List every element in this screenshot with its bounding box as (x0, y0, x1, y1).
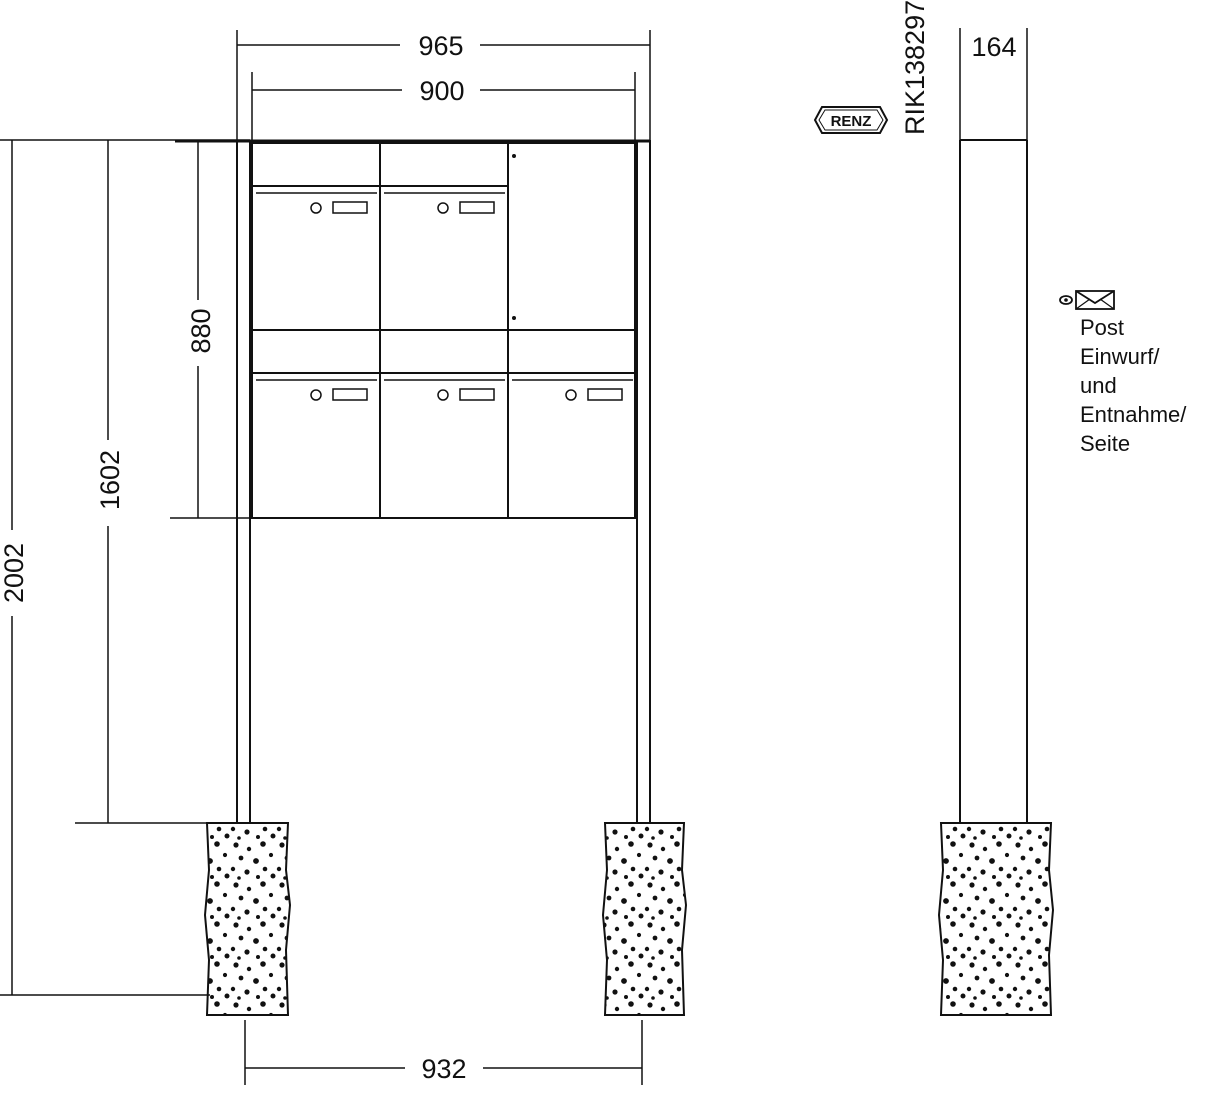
dimension-box-top-height: 1602 (75, 140, 208, 824)
lock-icon (565, 389, 577, 401)
dimension-label-965: 965 (418, 31, 463, 61)
name-plate-icon (459, 388, 495, 401)
dimension-label-2002: 2002 (0, 543, 29, 603)
dimension-box-width: 900 (251, 72, 636, 140)
foundation-side (937, 822, 1055, 1016)
name-plate-icon (332, 201, 368, 214)
logo-text: RENZ (831, 113, 872, 130)
lock-icon (310, 389, 322, 401)
box-2-lock-and-plate (437, 201, 495, 214)
lock-icon (437, 389, 449, 401)
legend-line-entnahme: Entnahme/ (1080, 402, 1187, 427)
dimension-foot-spacing: 932 (244, 1020, 643, 1086)
dimension-label-1602: 1602 (95, 450, 125, 510)
name-plate-icon (587, 388, 623, 401)
dimension-total-height: 2002 (0, 139, 250, 996)
box-4-lock-and-plate (437, 388, 495, 401)
renz-logo: RENZ (813, 106, 889, 134)
box-1-lock-and-plate (310, 201, 368, 214)
mailbox-unit (175, 139, 650, 519)
box-3-lock-and-plate (310, 388, 368, 401)
legend-line-einwurf: Einwurf/ (1080, 344, 1160, 369)
legend-line-und: und (1080, 373, 1117, 398)
front-posts (236, 140, 651, 823)
legend-line-post: Post (1080, 315, 1124, 340)
box-5-lock-and-plate (565, 388, 623, 401)
dimension-overall-width: 965 (236, 28, 651, 140)
side-view: 164 (959, 28, 1028, 823)
legend-line-seite: Seite (1080, 431, 1130, 456)
dimension-label-900: 900 (419, 76, 464, 106)
dimension-label-932: 932 (421, 1054, 466, 1084)
foundation-center (601, 822, 688, 1016)
dimension-box-height: 880 (170, 140, 250, 519)
foundation-left (203, 822, 292, 1016)
legend: Post Einwurf/ und Entnahme/ Seite (1059, 290, 1187, 456)
lock-icon (437, 202, 449, 214)
name-plate-icon (459, 201, 495, 214)
lock-icon (310, 202, 322, 214)
name-plate-icon (332, 388, 368, 401)
eye-envelope-icon (1059, 290, 1115, 310)
dimension-label-164: 164 (971, 32, 1016, 62)
dimension-label-880: 880 (186, 308, 216, 353)
article-number: RIK138297 / (900, 0, 930, 135)
